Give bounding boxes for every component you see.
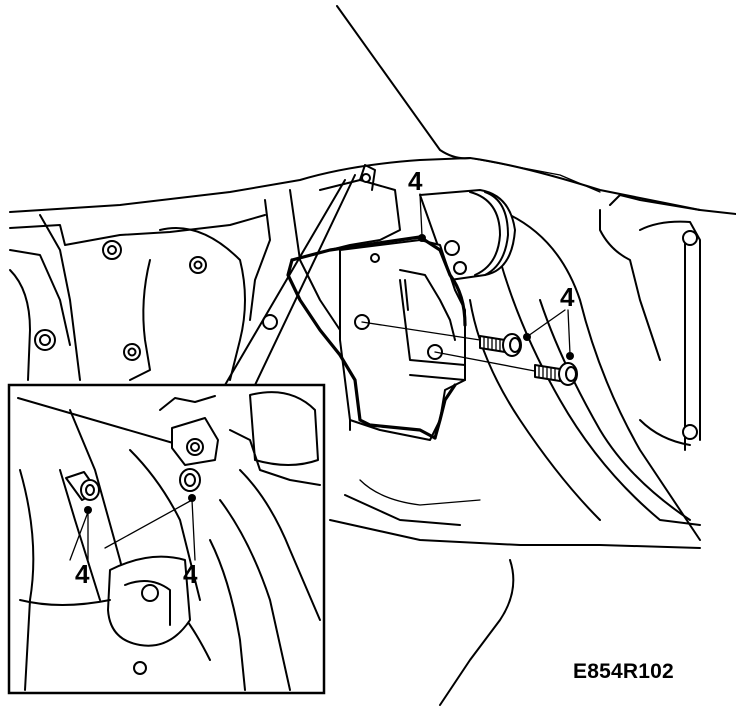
callout-label-inset-right: 4	[183, 559, 198, 589]
callout-main-right: 4	[523, 282, 575, 360]
callout-label-main-right: 4	[560, 282, 575, 312]
body-structure	[9, 5, 736, 706]
callout-label-inset-left: 4	[75, 559, 90, 589]
inset-detail: 4 4	[7, 383, 326, 695]
inset-leader-line-2	[224, 179, 346, 386]
figure-code: E854R102	[573, 660, 674, 683]
callout-label-main-top: 4	[408, 166, 423, 196]
callout-main-top: 4	[408, 166, 426, 242]
control-module	[286, 164, 578, 441]
inset-leader-line	[254, 174, 356, 386]
